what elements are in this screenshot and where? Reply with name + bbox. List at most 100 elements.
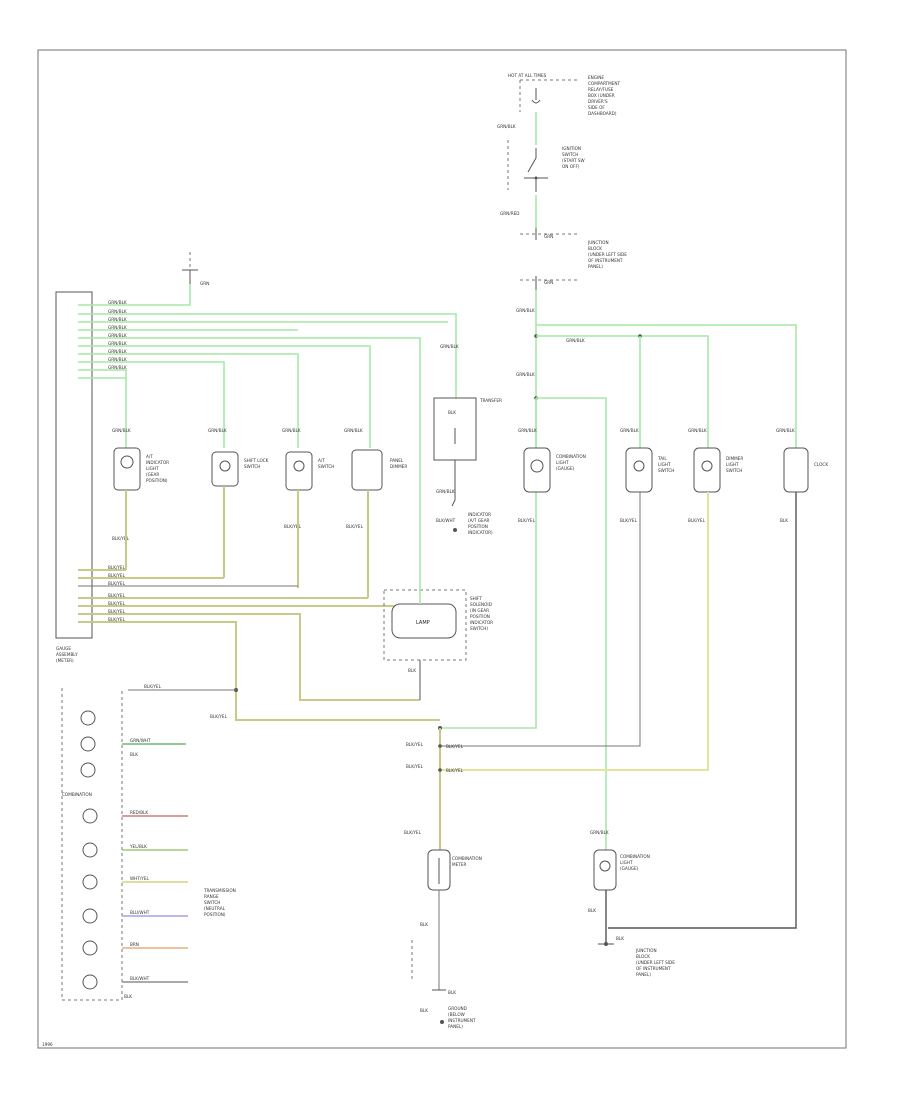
svg-text:SWITCH: SWITCH — [244, 464, 260, 469]
component-shift-lock-switch: GRN/BLK SHIFT LOCK SWITCH — [208, 428, 269, 487]
svg-text:GRN/BLK: GRN/BLK — [108, 325, 127, 330]
pin-wires-bottom — [78, 569, 440, 721]
pin-wires-top — [78, 284, 457, 580]
svg-text:GRN/BLK: GRN/BLK — [620, 428, 639, 433]
svg-text:BLK/YEL: BLK/YEL — [284, 524, 302, 529]
svg-text:JUNCTION: JUNCTION — [635, 948, 657, 953]
svg-text:SWITCH: SWITCH — [204, 900, 220, 905]
component-tail-light-switch: GRN/BLK TAIL LIGHT SWITCH BLK/YEL — [620, 428, 674, 523]
svg-text:OF INSTRUMENT: OF INSTRUMENT — [636, 966, 671, 971]
svg-text:BLK/YEL: BLK/YEL — [688, 518, 706, 523]
svg-text:BLK/YEL: BLK/YEL — [108, 573, 126, 578]
component-at-indicator-light: GRN/BLK A/T INDICATOR LIGHT (GEAR POSITI… — [112, 428, 169, 541]
svg-text:BLK/YEL: BLK/YEL — [446, 768, 464, 773]
transmission-range-switch-label: TRANSMISSION RANGE SWITCH (NEUTRAL POSIT… — [203, 888, 236, 917]
svg-text:GRN/BLK: GRN/BLK — [108, 357, 127, 362]
svg-text:(A/T GEAR: (A/T GEAR — [468, 518, 490, 523]
svg-text:A/T: A/T — [146, 454, 153, 459]
svg-text:BLK: BLK — [420, 922, 428, 927]
svg-text:COMBINATION: COMBINATION — [62, 792, 92, 797]
svg-text:BLK: BLK — [124, 994, 132, 999]
svg-text:(GAUGE): (GAUGE) — [620, 866, 639, 871]
svg-text:BLK: BLK — [130, 752, 138, 757]
svg-text:SOLENOID: SOLENOID — [470, 602, 492, 607]
gauge-assembly-label: GAUGE ASSEMBLY (METER) — [56, 646, 78, 663]
svg-text:INDICATOR: INDICATOR — [468, 512, 491, 517]
svg-text:SWITCH: SWITCH — [318, 464, 334, 469]
svg-text:GRN/RED: GRN/RED — [500, 211, 519, 216]
svg-text:RANGE: RANGE — [204, 894, 219, 899]
svg-text:BLK/WHT: BLK/WHT — [130, 976, 150, 981]
svg-text:GRN/BLK: GRN/BLK — [518, 428, 537, 433]
svg-text:SWITCH: SWITCH — [562, 152, 578, 157]
svg-text:BLK: BLK — [616, 936, 624, 941]
svg-text:POSITION: POSITION — [470, 614, 490, 619]
svg-text:LIGHT: LIGHT — [556, 460, 569, 465]
svg-text:BLK/YEL: BLK/YEL — [518, 518, 536, 523]
svg-text:BLK/YEL: BLK/YEL — [108, 617, 126, 622]
svg-text:LIGHT: LIGHT — [146, 466, 159, 471]
svg-text:LIGHT: LIGHT — [726, 462, 739, 467]
svg-text:GRN/BLK: GRN/BLK — [108, 309, 127, 314]
svg-text:YEL/BLK: YEL/BLK — [129, 844, 147, 849]
svg-text:ASSEMBLY: ASSEMBLY — [56, 652, 78, 657]
svg-text:BLK/YEL: BLK/YEL — [144, 684, 162, 689]
svg-text:JUNCTION: JUNCTION — [587, 240, 609, 245]
svg-text:BOX (UNDER: BOX (UNDER — [588, 93, 615, 98]
svg-text:METER: METER — [452, 862, 466, 867]
component-at-switch: GRN/BLK A/T SWITCH BLK/YEL — [282, 428, 334, 529]
svg-text:BLK: BLK — [448, 410, 456, 415]
svg-text:SWITCH: SWITCH — [726, 468, 742, 473]
svg-text:(UNDER LEFT SIDE: (UNDER LEFT SIDE — [636, 960, 675, 965]
svg-text:INDICATOR: INDICATOR — [146, 460, 169, 465]
svg-text:BLK/YEL: BLK/YEL — [406, 742, 424, 747]
svg-text:BLK: BLK — [588, 908, 596, 913]
component-transfer-box: GRN/BLK BLK TRANSFER GRN/BLK BLK/WHT IND… — [433, 344, 502, 535]
svg-text:DASHBOARD): DASHBOARD) — [588, 111, 617, 116]
svg-text:BLK/YEL: BLK/YEL — [406, 764, 424, 769]
svg-text:BLK/WHT: BLK/WHT — [436, 518, 456, 523]
svg-text:GRN: GRN — [544, 280, 553, 285]
component-combination-light: GRN/BLK COMBINATION LIGHT (GAUGE) BLK/YE… — [518, 428, 586, 523]
svg-text:PANEL): PANEL) — [588, 264, 603, 269]
svg-text:GRN/BLK: GRN/BLK — [436, 489, 455, 494]
svg-text:GRN/BLK: GRN/BLK — [108, 333, 127, 338]
svg-text:GRN: GRN — [200, 281, 209, 286]
fuse-dashed-enclosure — [519, 79, 580, 112]
svg-text:BLK: BLK — [420, 1008, 428, 1013]
svg-text:SHIFT LOCK: SHIFT LOCK — [244, 458, 269, 463]
svg-text:GRN/BLK: GRN/BLK — [208, 428, 227, 433]
svg-text:BLK/YEL: BLK/YEL — [108, 593, 126, 598]
svg-text:SWITCH): SWITCH) — [470, 626, 488, 631]
svg-text:RELAY/FUSE: RELAY/FUSE — [588, 87, 614, 92]
svg-text:WHT/YEL: WHT/YEL — [130, 876, 149, 881]
svg-text:SIDE OF: SIDE OF — [588, 105, 605, 110]
svg-text:DIMMER: DIMMER — [726, 456, 743, 461]
svg-text:LAMP: LAMP — [416, 620, 430, 626]
svg-text:INDICATOR: INDICATOR — [470, 620, 493, 625]
svg-text:INSTRUMENT: INSTRUMENT — [448, 1018, 476, 1023]
svg-text:(GAUGE): (GAUGE) — [556, 466, 575, 471]
svg-text:DRIVER'S: DRIVER'S — [588, 99, 608, 104]
range-switch-connector: COMBINATION — [61, 688, 123, 1001]
svg-text:IGNITION: IGNITION — [562, 146, 581, 151]
bottom-right-ground-label: JUNCTION BLOCK (UNDER LEFT SIDE OF INSTR… — [635, 948, 675, 977]
svg-text:GRN/BLK: GRN/BLK — [108, 300, 127, 305]
fuse-symbol — [531, 88, 541, 104]
svg-text:COMBINATION: COMBINATION — [556, 454, 586, 459]
svg-text:GRN/BLK: GRN/BLK — [282, 428, 301, 433]
svg-text:COMBINATION: COMBINATION — [620, 854, 650, 859]
svg-text:POSITION: POSITION — [468, 524, 488, 529]
footer-label: 1996 — [42, 1042, 53, 1047]
svg-text:ON OFF): ON OFF) — [562, 164, 580, 169]
svg-text:BLOCK: BLOCK — [588, 246, 602, 251]
svg-text:GRN/BLK: GRN/BLK — [688, 428, 707, 433]
gauge-assembly-connector — [55, 291, 93, 639]
svg-text:GRN/BLK: GRN/BLK — [516, 308, 535, 313]
wire-clock-ground — [608, 492, 797, 929]
svg-text:BLK: BLK — [780, 518, 788, 523]
svg-text:POSITION): POSITION) — [146, 478, 168, 483]
diagram-frame — [37, 49, 847, 1049]
svg-text:GRN/BLK: GRN/BLK — [112, 428, 131, 433]
svg-text:COMBINATION: COMBINATION — [452, 856, 482, 861]
